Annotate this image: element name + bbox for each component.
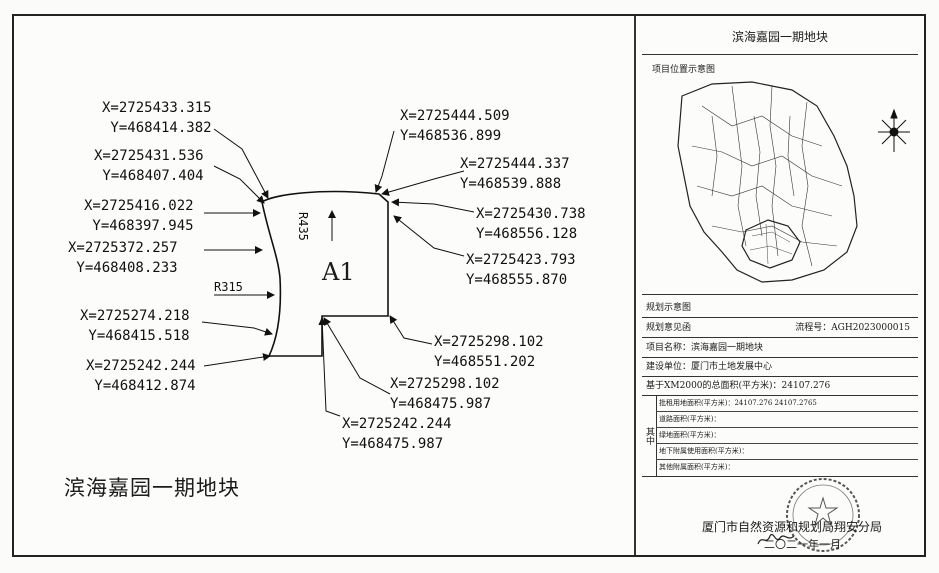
coord-label-9: X=2725430.738 Y=468556.128: [476, 206, 586, 242]
area-breakdown: 其中 批租用地面积(平方米)：24107.276 24107.2765 道路面积…: [642, 396, 918, 477]
coord-label-8: X=2725444.337 Y=468539.888: [460, 156, 570, 192]
row-opinion: 规划意见函 流程号：AGH2023000015: [642, 318, 918, 338]
coord-label-1: X=2725433.315 Y=468414.382: [102, 100, 212, 136]
sub-row-other-area: 其他附属面积(平方米)：: [659, 463, 735, 471]
parcel-boundary: [261, 190, 389, 357]
island-outline: [741, 219, 801, 269]
leader-c6: [203, 353, 271, 367]
handwritten-signature: [757, 534, 795, 545]
coord-label-11: X=2725298.102 Y=468551.202: [434, 334, 544, 370]
coord-label-3: X=2725416.022 Y=468397.945: [84, 198, 194, 234]
coord-label-12: X=2725298.102 Y=468475.987: [390, 376, 500, 412]
sub-row-road-area: 道路面积(平方米)：: [656, 412, 918, 428]
leader-c7: [374, 130, 395, 193]
coord-label-4: X=2725372.257 Y=468408.233: [68, 240, 178, 276]
breakdown-label: 其中: [642, 396, 657, 476]
road-label-r315: R315: [214, 280, 243, 294]
row-total-area: 基于XM2000的总面积(平方米)：24107.276: [642, 377, 918, 396]
location-map: 项目位置示意图: [642, 56, 918, 295]
row-plot-diagram: 规划示意图: [642, 298, 918, 318]
leader-c8: [381, 170, 465, 196]
row-project-name: 项目名称：滨海嘉园一期地块: [642, 338, 918, 358]
leader-c11: [389, 315, 433, 345]
map-caption: 项目位置示意图: [652, 65, 716, 75]
sub-row-underground-area: 地下附属使用面积(平方米)：: [656, 444, 918, 460]
coord-label-6: X=2725242.244 Y=468412.874: [86, 358, 196, 394]
drawing-frame: X=2725433.315 Y=468414.382 X=2725431.536…: [12, 14, 926, 557]
compass-rose-icon: [878, 108, 910, 152]
issue-date: 二〇二一年一月: [764, 538, 841, 551]
row-builder: 建设单位：厦门市土地发展中心: [642, 358, 918, 377]
leader-c10: [393, 215, 465, 257]
land-outline: [677, 81, 858, 283]
leader-c2: [213, 165, 265, 204]
flow-number: 流程号：AGH2023000015: [795, 323, 910, 333]
coord-label-7: X=2725444.509 Y=468536.899: [400, 108, 510, 144]
leader-c12: [323, 317, 391, 395]
coord-label-2: X=2725431.536 Y=468407.404: [94, 148, 204, 184]
sub-row-lease-area: 批租用地面积(平方米)：24107.276 24107.2765: [656, 396, 918, 412]
location-map-drawing: [677, 81, 910, 283]
leader-c5: [201, 321, 273, 336]
coord-label-13: X=2725242.244 Y=468475.987: [342, 416, 452, 452]
sub-row-green-area: 绿地面积(平方米)：: [656, 428, 918, 444]
coord-label-5: X=2725274.218 Y=468415.518: [80, 308, 190, 344]
road-label-r435: R435: [296, 212, 310, 241]
parcel-label: A1: [322, 258, 355, 286]
official-seal: [786, 478, 860, 552]
leader-c9: [391, 198, 475, 213]
issuing-authority: 厦门市自然资源和规划局翔安分局: [702, 520, 883, 534]
leader-c13: [318, 317, 341, 417]
parcel-drawing: [201, 128, 475, 417]
coord-label-10: X=2725423.793 Y=468555.870: [466, 252, 576, 288]
title-block: 滨海嘉园一期地块 项目位置示意图: [636, 16, 924, 555]
panel-title: 滨海嘉园一期地块: [642, 20, 918, 55]
leader-c1: [213, 128, 269, 199]
panel-divider: [634, 16, 636, 555]
plot-title: 滨海嘉园一期地块: [64, 476, 240, 500]
